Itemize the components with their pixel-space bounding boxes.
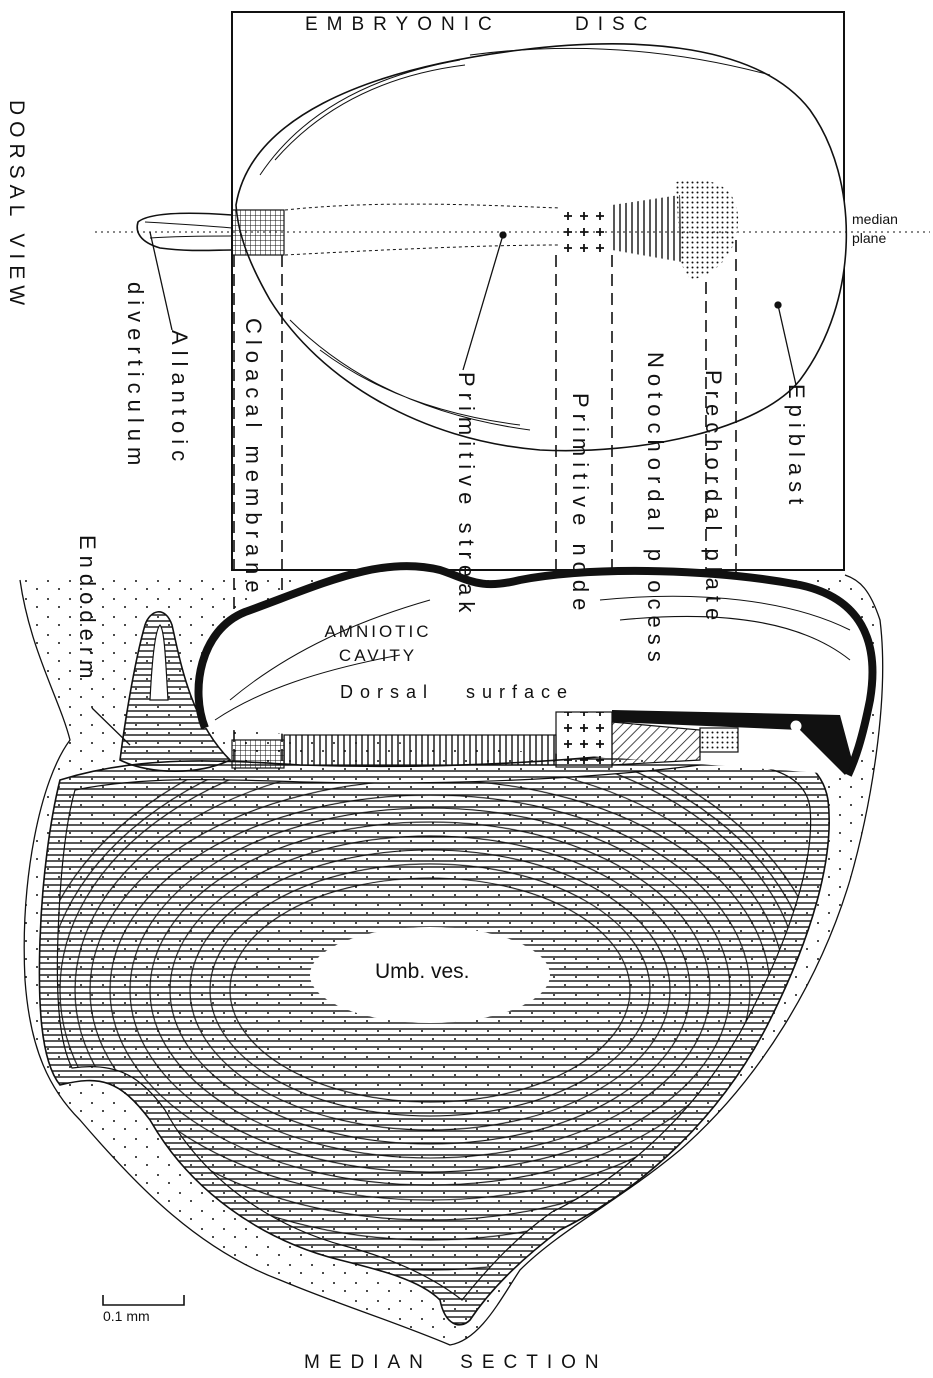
cloacal-membrane-patch [232, 210, 284, 255]
title-embryonic-disc: EMBRYONIC DISC [305, 14, 656, 36]
label-primitive-node: Primitive node [569, 393, 591, 616]
label-primitive-streak: Primitive streak [455, 372, 477, 618]
cloacal-membrane-section [232, 740, 284, 768]
primitive-streak-section [284, 735, 556, 765]
primitive-node-patch [556, 205, 612, 255]
primitive-node-section [556, 712, 612, 767]
label-cloacal-membrane: Cloacal membrane [242, 318, 264, 599]
label-umbilical-vesicle: Umb. ves. [375, 960, 470, 984]
label-prechordal-plate: Prechordal plate [702, 370, 724, 626]
label-median-plane: median plane [852, 210, 932, 248]
allantoic-leader [150, 232, 172, 330]
umbilical-vesicle-cavity [57, 764, 810, 1300]
title-dorsal-view: DORSAL VIEW [6, 100, 27, 311]
notochordal-process-section [612, 722, 700, 765]
label-diverticulum: diverticulum [124, 282, 146, 471]
label-scale: 0.1 mm [103, 1308, 150, 1324]
label-notochordal-process: Notochordal process [644, 352, 666, 668]
label-allantoic: Allantoic [168, 330, 190, 467]
scale-bar [103, 1295, 184, 1305]
title-median-section: MEDIAN SECTION [304, 1352, 608, 1374]
label-amniotic-cavity: AMNIOTIC CAVITY [298, 620, 458, 668]
prechordal-plate-section [700, 728, 738, 752]
label-epiblast: Epiblast [785, 384, 807, 510]
allantoic-diverticulum-shape [137, 213, 232, 250]
label-endoderm: Endoderm [76, 535, 98, 685]
embryonic-disc-outline [236, 44, 846, 451]
label-dorsal-surface: Dorsal surface [340, 682, 574, 703]
